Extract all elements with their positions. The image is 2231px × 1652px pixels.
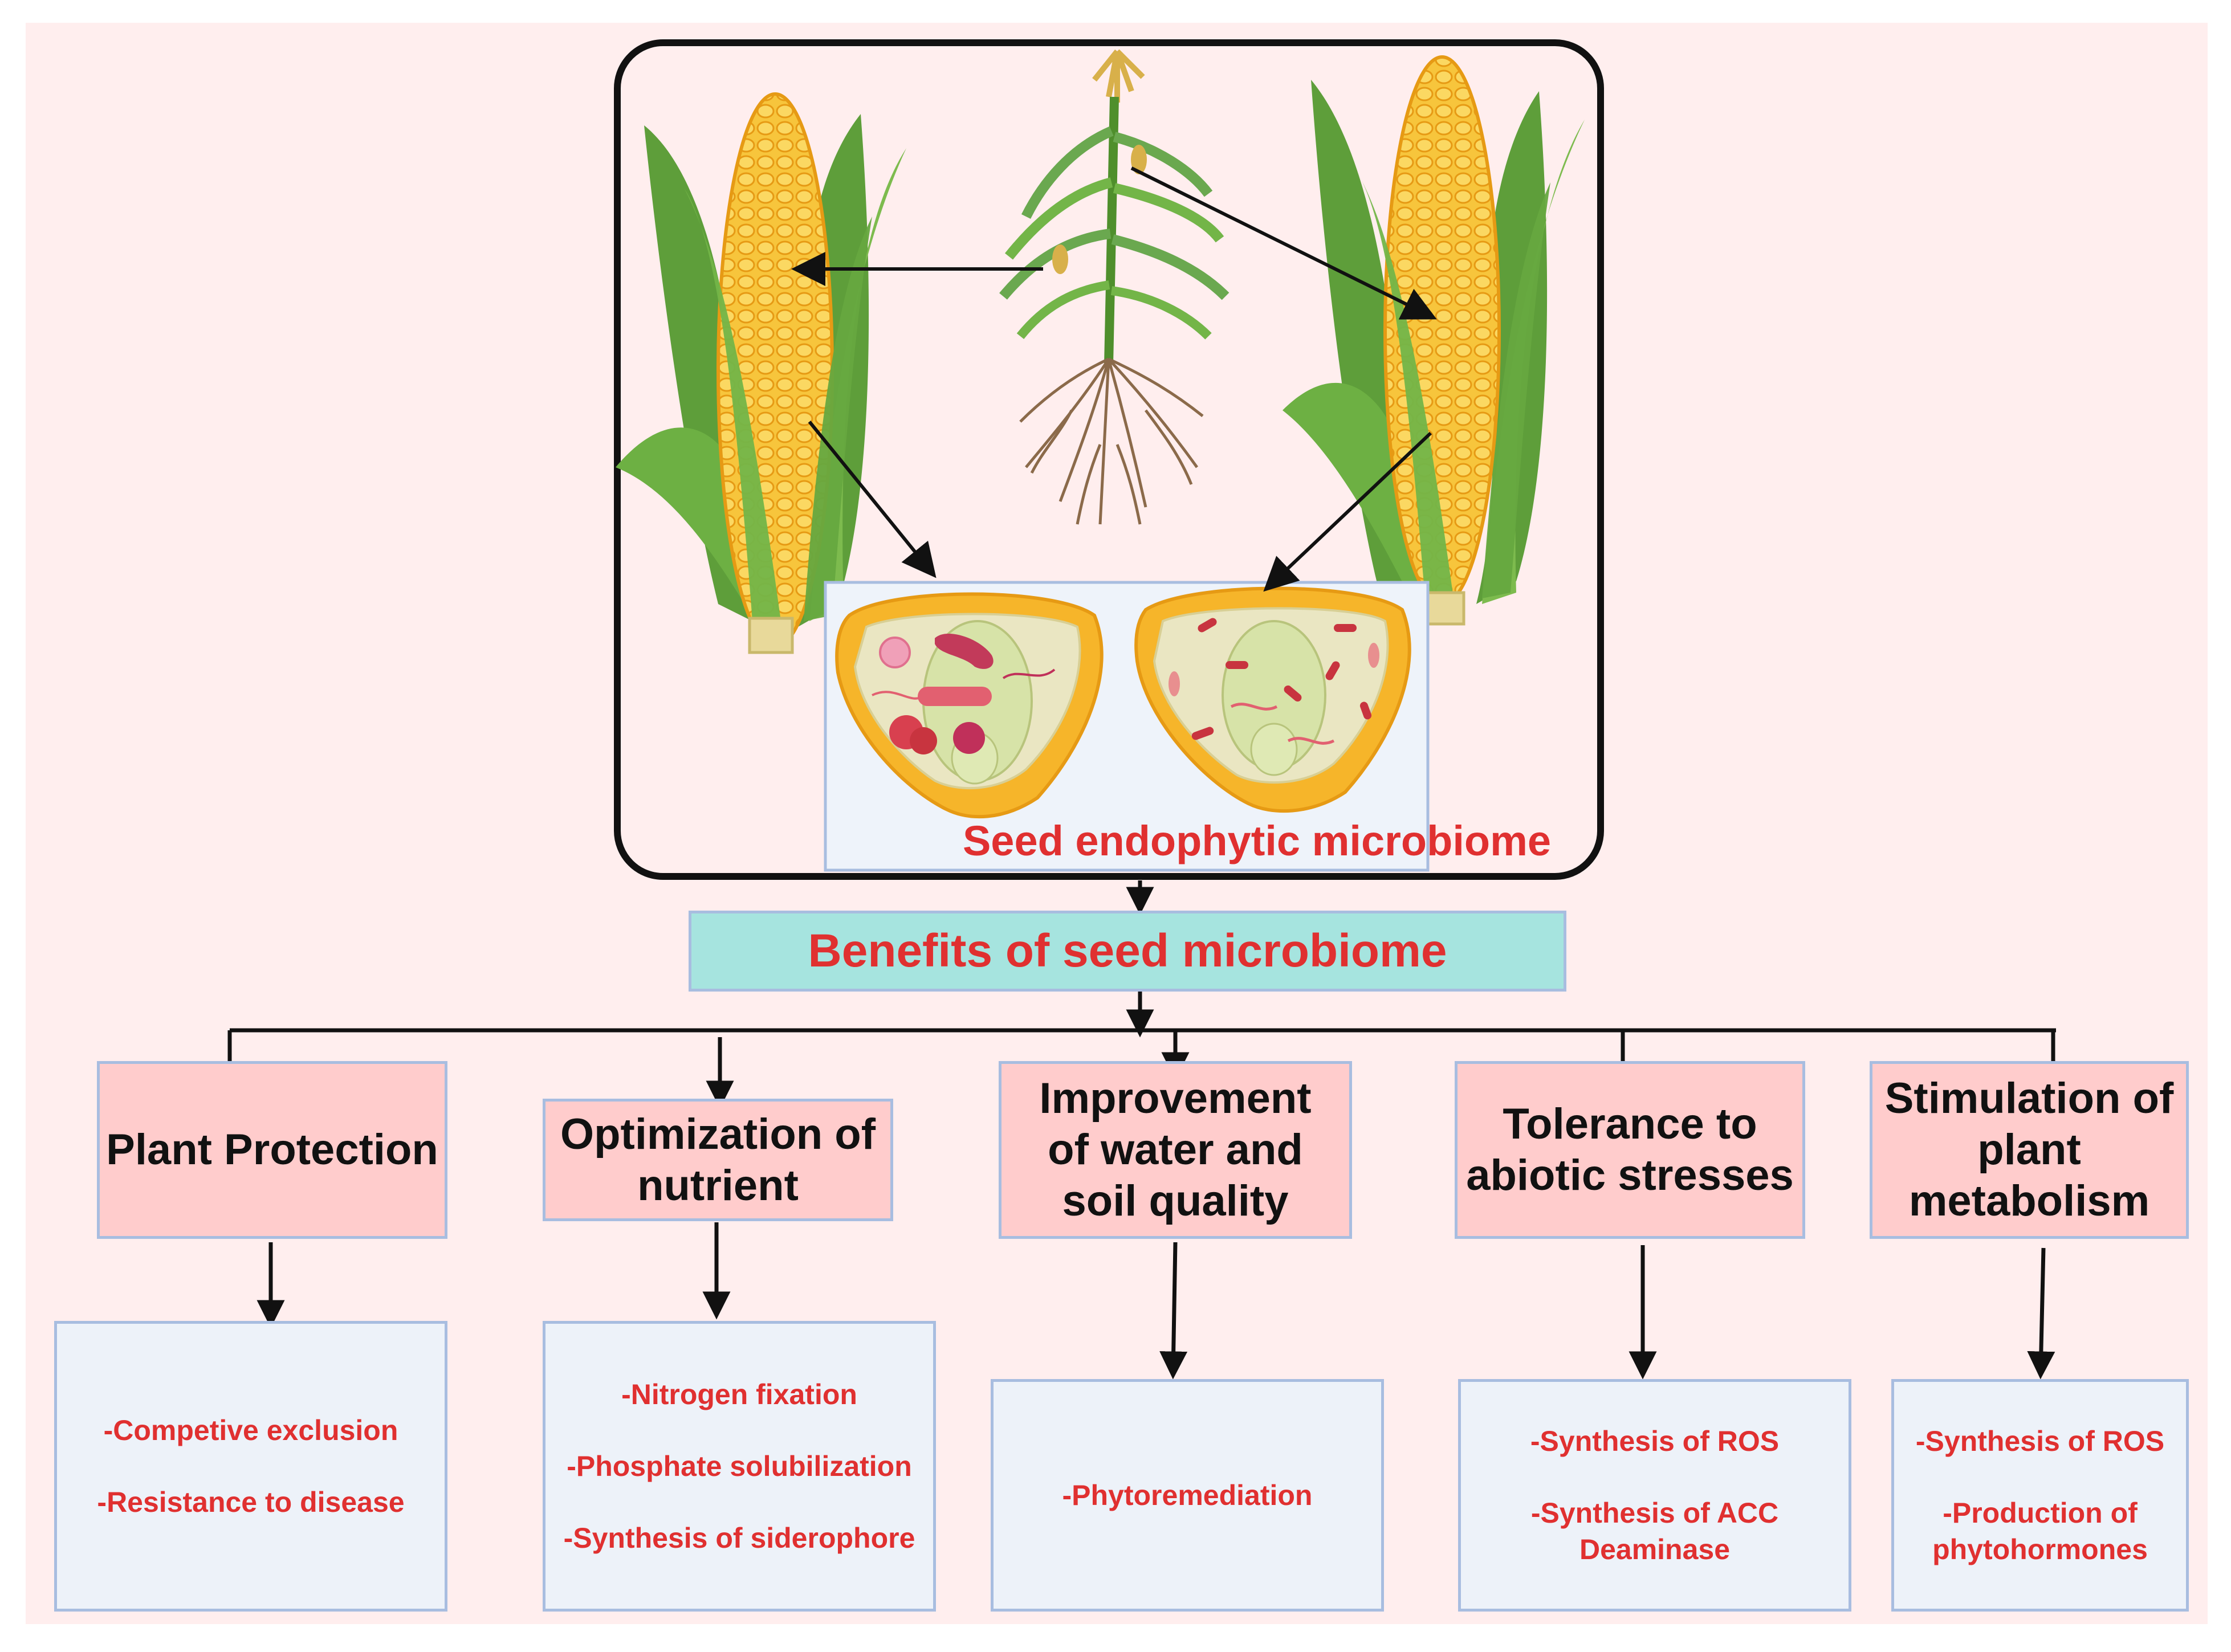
detail-item: -Resistance to disease — [97, 1486, 405, 1518]
details-plant-metabolism: -Synthesis of ROS -Production of phytoho… — [1891, 1379, 2189, 1612]
category-title-line: Stimulation of — [1884, 1074, 2174, 1123]
detail-item: -Synthesis of siderophore — [563, 1522, 915, 1554]
seed-cross-section-icon — [1134, 586, 1411, 813]
seed-endophytic-label: Seed endophytic microbiome — [962, 817, 1552, 864]
category-plant-metabolism: Stimulation of plant metabolism — [1870, 1061, 2189, 1239]
detail-item: -Production of — [1943, 1497, 2138, 1529]
category-title-line: Optimization of — [560, 1110, 876, 1159]
detail-item: -Phosphate solubilization — [567, 1450, 912, 1482]
detail-item: -Competive exclusion — [103, 1414, 398, 1446]
category-abiotic-stress: Tolerance to abiotic stresses — [1455, 1061, 1805, 1239]
detail-item: -Phytoremediation — [1062, 1479, 1313, 1511]
category-title-line: Plant Protection — [106, 1125, 438, 1174]
bacteria-icon — [1169, 618, 1379, 745]
detail-item: -Synthesis of ROS — [1915, 1425, 2165, 1457]
detail-item: Deaminase — [1579, 1533, 1731, 1565]
illustration-arrows — [791, 166, 1437, 592]
category-title-line: Improvement — [1039, 1074, 1312, 1123]
details-water-soil-quality: -Phytoremediation — [991, 1379, 1384, 1612]
corn-cob-icon — [616, 92, 906, 654]
category-title-line: plant — [1977, 1125, 2081, 1174]
detail-item: -Synthesis of ACC — [1530, 1497, 1779, 1529]
maize-plant-icon — [999, 49, 1230, 525]
corn-cob-icon — [1283, 55, 1585, 626]
illustration-frame — [614, 39, 1604, 880]
benefits-title: Benefits of seed microbiome — [808, 925, 1447, 977]
category-title-line: of water and — [1048, 1125, 1303, 1174]
category-title-line: nutrient — [637, 1161, 799, 1210]
category-title-line: Tolerance to — [1503, 1100, 1757, 1148]
detail-item: -Synthesis of ROS — [1530, 1425, 1780, 1457]
details-nutrient-optimization: -Nitrogen fixation -Phosphate solubiliza… — [543, 1321, 936, 1612]
category-title-line: soil quality — [1062, 1177, 1289, 1225]
detail-item: -Nitrogen fixation — [621, 1378, 857, 1410]
category-plant-protection: Plant Protection — [97, 1061, 447, 1239]
details-plant-protection: -Competive exclusion -Resistance to dise… — [54, 1321, 447, 1612]
category-water-soil-quality: Improvement of water and soil quality — [999, 1061, 1352, 1239]
detail-item: phytohormones — [1932, 1533, 2148, 1565]
category-nutrient-optimization: Optimization of nutrient — [543, 1099, 893, 1221]
category-title-line: metabolism — [1908, 1177, 2150, 1225]
category-title-line: abiotic stresses — [1466, 1151, 1794, 1200]
details-abiotic-stress: -Synthesis of ROS -Synthesis of ACC Deam… — [1458, 1379, 1851, 1612]
benefits-title-box: Benefits of seed microbiome — [689, 911, 1566, 992]
bacteria-icon — [872, 633, 1056, 754]
